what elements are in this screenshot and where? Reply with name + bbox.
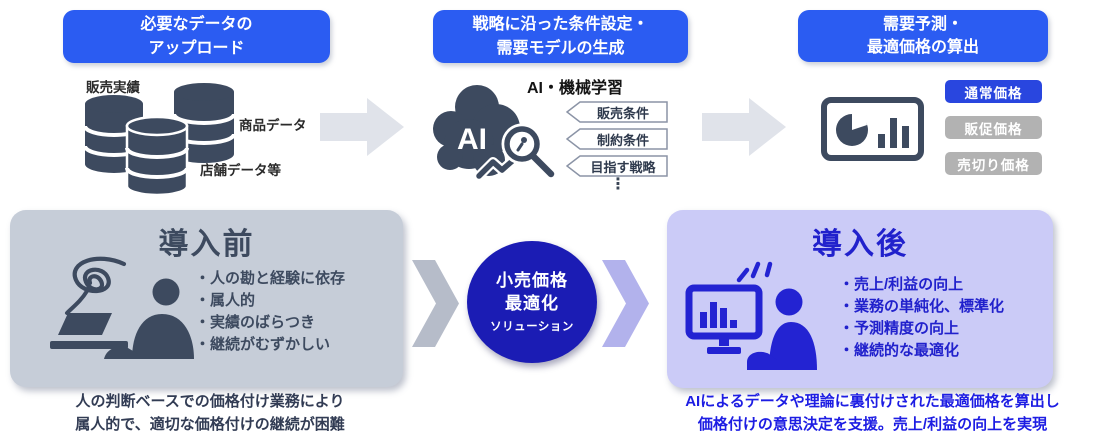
ai-blob-label: AI	[457, 123, 487, 156]
after-caption: AIによるデータや理論に裏付けされた最適価格を算出し 価格付けの意思決定を支援。…	[685, 393, 1060, 434]
flow-arrow-1-icon	[320, 98, 404, 156]
db-label-sales: 販売実績	[86, 80, 140, 95]
chevron-purple-icon	[602, 260, 649, 347]
solution-line2: 最適化	[505, 294, 559, 313]
ai-subtitle: AI・機械学習	[527, 80, 624, 97]
condition-tag-label: 制約条件	[596, 132, 649, 148]
condition-tag-label: 目指す戦略	[590, 159, 656, 175]
chevron-gray-icon	[412, 260, 459, 347]
condition-tag-sales: 販売条件	[566, 101, 668, 123]
after-bullets: ・売上/利益の向上 ・業務の単純化、標準化 ・予測精度の向上 ・継続的な最適化	[839, 274, 1004, 362]
more-conditions-ellipsis: ⋮	[610, 176, 626, 193]
tag-shape-icon	[566, 155, 668, 177]
after-panel: 導入後 ・売上/利益の向上 ・業務の単純化、標準化 ・予測精度の向上 ・継続的な…	[667, 210, 1053, 388]
after-bullet: ・業務の単純化、標準化	[839, 298, 1005, 315]
after-title: 導入後	[812, 228, 908, 261]
ai-machine-learning-icon: AI	[433, 85, 557, 181]
after-bullet: ・売上/利益の向上	[839, 276, 964, 293]
before-panel: 導入前 ・人の勘と経験に依存 ・属人的 ・実績のばらつき ・継続がむずかしい	[10, 210, 403, 387]
solution-circle: 小売価格 最適化 ソリューション	[467, 241, 597, 363]
flow-arrow-2-icon	[702, 98, 786, 156]
solution-line1: 小売価格	[496, 271, 568, 291]
price-tag-promo: 販促価格	[945, 116, 1042, 139]
before-bullet: ・継続がむずかしい	[195, 336, 331, 353]
tag-shape-icon	[566, 101, 668, 123]
after-bullet: ・予測精度の向上	[839, 320, 960, 337]
price-tag-clearance: 売切り価格	[945, 152, 1042, 175]
condition-tags: 販売条件 制約条件 目指す戦略	[566, 101, 668, 182]
solution-line3: ソリューション	[490, 320, 574, 333]
condition-tag-constraint: 制約条件	[566, 128, 668, 150]
step1-header: 必要なデータの アップロード	[63, 10, 330, 63]
before-bullet: ・属人的	[195, 292, 256, 309]
after-bullet: ・継続的な最適化	[839, 342, 960, 359]
before-bullet: ・実績のばらつき	[195, 314, 316, 331]
before-caption: 人の判断ベースでの価格付け業務により 属人的で、適切な価格付けの継続が困難	[75, 393, 345, 434]
dashboard-chart-icon	[821, 97, 924, 161]
database-icon	[83, 83, 236, 197]
confused-worker-icon	[50, 256, 194, 359]
db-label-product: 商品データ	[239, 118, 307, 133]
worker-at-monitor-icon	[685, 261, 817, 370]
step3-header: 需要予測・ 最適価格の算出	[798, 10, 1048, 62]
price-tag-regular: 通常価格	[945, 80, 1042, 103]
db-label-store: 店舗データ等	[200, 163, 281, 178]
tag-shape-icon	[566, 128, 668, 150]
before-bullets: ・人の勘と経験に依存 ・属人的 ・実績のばらつき ・継続がむずかしい	[195, 268, 345, 356]
step2-header: 戦略に沿った条件設定・ 需要モデルの生成	[433, 10, 688, 63]
before-bullet: ・人の勘と経験に依存	[195, 270, 346, 287]
condition-tag-strategy: 目指す戦略	[566, 155, 668, 177]
before-title: 導入前	[158, 228, 255, 261]
condition-tag-label: 販売条件	[596, 105, 649, 121]
